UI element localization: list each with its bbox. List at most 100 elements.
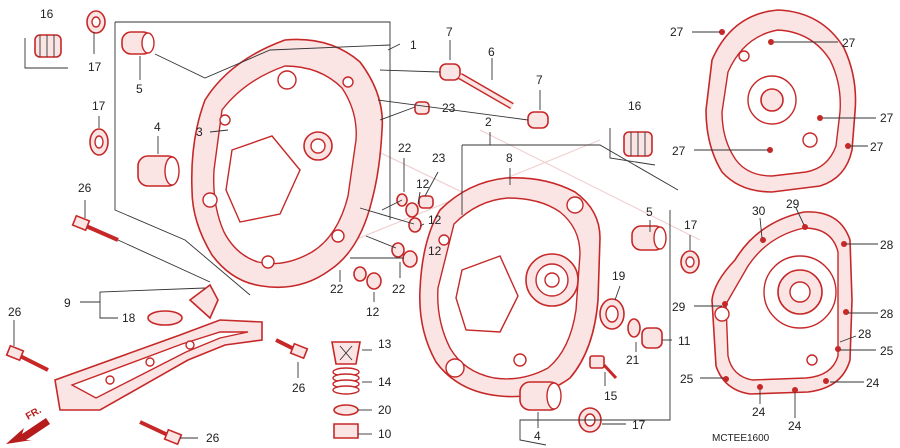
left-crankcase: [190, 38, 384, 289]
callout-27-d: 27: [870, 140, 884, 154]
callout-7-upper: 7: [446, 25, 453, 39]
callout-3: 3: [196, 125, 203, 139]
callout-24-left: 24: [752, 405, 766, 419]
collar-12-bottom: [366, 272, 382, 290]
callout-27-e: 27: [672, 144, 686, 158]
bolt-26-upper: [71, 214, 119, 242]
pin-23-upper: [414, 101, 430, 115]
bolt-26-bottom: [139, 420, 183, 446]
callout-16-left: 16: [40, 7, 54, 21]
diagram-code: MCTEE1600: [712, 433, 770, 444]
callout-12-upper: 12: [416, 177, 430, 191]
callout-14: 14: [378, 375, 392, 389]
callout-27-c: 27: [880, 111, 894, 125]
callout-30: 30: [752, 204, 766, 218]
callout-29-lower: 29: [672, 300, 686, 314]
callout-26-bottom: 26: [206, 431, 220, 445]
callout-12-lower: 12: [428, 244, 442, 258]
bracket-9: [54, 283, 263, 411]
collar-11: [641, 327, 663, 349]
bolt-26-lower-middle: [275, 338, 309, 360]
oil-seal-17-middle: [89, 128, 109, 156]
callout-22-lower-left: 22: [330, 282, 344, 296]
callout-28-lower: 28: [858, 327, 872, 341]
o-ring-21: [627, 318, 641, 338]
oil-seal-17-right: [680, 250, 700, 274]
callout-9: 9: [64, 296, 71, 310]
bolt-26-lower-left: [5, 344, 49, 372]
callout-19: 19: [612, 269, 626, 283]
callout-29-upper: 29: [786, 197, 800, 211]
pin-23-lower: [418, 195, 434, 209]
callout-15: 15: [604, 389, 618, 403]
washer-22-middle: [391, 242, 405, 258]
dowel-7-upper: [439, 63, 461, 81]
callout-24-right: 24: [866, 376, 880, 390]
leader-lines: [13, 21, 878, 446]
callout-25-left: 25: [680, 372, 694, 386]
callout-17-right: 17: [684, 218, 698, 232]
spring-14: [332, 367, 360, 395]
callout-25-right: 25: [880, 344, 894, 358]
callout-17-bottom: 17: [632, 418, 646, 432]
callout-1: 1: [410, 38, 417, 52]
dowel-5-top: [121, 31, 155, 55]
callout-4-left: 4: [154, 120, 161, 134]
callout-5-right: 5: [646, 205, 653, 219]
oil-seal-17-top: [86, 10, 106, 34]
callout-12-bottom: 12: [366, 305, 380, 319]
oil-pressure-switch-15: [589, 355, 618, 380]
collar-12-lower: [402, 250, 418, 268]
left-side-cover: [705, 9, 857, 193]
bearing-4-left: [137, 155, 180, 187]
callout-13: 13: [378, 337, 392, 351]
callout-28-upper: 28: [880, 238, 894, 252]
callout-labels: 16 17 5 1 7 6 7 23 17 4 3 2 8 22 23 12 1…: [8, 7, 894, 445]
right-crankcase: [419, 176, 601, 398]
dowel-7-lower: [527, 111, 549, 129]
callout-21: 21: [626, 353, 640, 367]
callout-24-middle: 24: [788, 419, 802, 433]
collar-12-middle: [408, 217, 422, 233]
o-ring-20: [333, 404, 359, 416]
dowel-5-right: [631, 225, 667, 251]
callout-5-top-left: 5: [136, 82, 143, 96]
callout-26-lower-left: 26: [8, 305, 22, 319]
callout-28-middle: 28: [880, 307, 894, 321]
callout-7-lower: 7: [536, 73, 543, 87]
callout-4-bottom: 4: [534, 429, 541, 443]
oil-strainer-13: [331, 341, 361, 365]
callout-12-middle: 12: [428, 213, 442, 227]
callout-18: 18: [122, 311, 136, 325]
callout-23-upper: 23: [442, 101, 456, 115]
callout-11: 11: [678, 334, 691, 348]
callout-17-middle-left: 17: [92, 99, 106, 113]
oil-seal-19: [599, 298, 625, 330]
rubber-18: [147, 310, 183, 326]
callout-2: 2: [485, 115, 492, 129]
callout-23-lower: 23: [432, 151, 446, 165]
callout-26-lower-middle: 26: [292, 381, 306, 395]
callout-27-a: 27: [670, 25, 684, 39]
callout-16-right: 16: [628, 99, 642, 113]
callout-22-upper: 22: [398, 141, 412, 155]
callout-20: 20: [378, 403, 392, 417]
callout-27-b: 27: [842, 36, 856, 50]
right-side-cover: [711, 211, 853, 395]
callout-8: 8: [506, 151, 513, 165]
drain-bolt-10: [333, 423, 359, 439]
washer-22-lower: [353, 266, 367, 282]
pipe-6: [458, 72, 514, 110]
callout-26-upper: 26: [78, 181, 92, 195]
front-arrow-icon: [6, 418, 50, 444]
collar-12-upper: [405, 202, 419, 218]
bearing-4-bottom: [519, 381, 562, 411]
bearing-16-left: [24, 34, 68, 69]
callout-17-top-left: 17: [88, 60, 102, 74]
front-direction-label: FR.: [24, 405, 44, 423]
callout-10: 10: [378, 427, 392, 441]
callout-6: 6: [488, 45, 495, 59]
callout-22-lower-right: 22: [392, 282, 406, 296]
bearing-16-right: [609, 128, 656, 166]
